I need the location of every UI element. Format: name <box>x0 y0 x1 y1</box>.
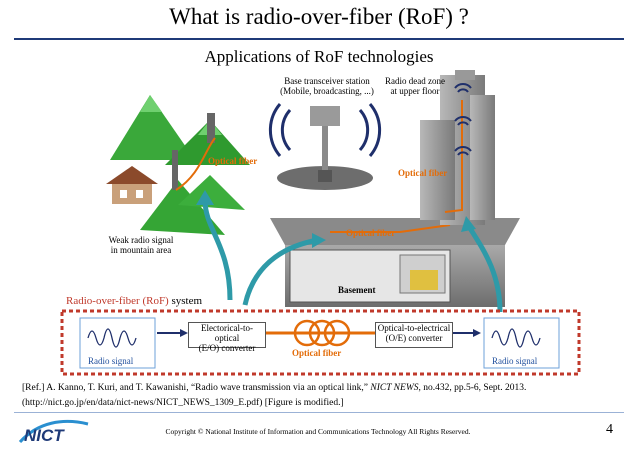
eo-converter-box: Electorical-to-optical (E/O) converter <box>188 322 266 353</box>
base-station-label: Base transceiver station (Mobile, broadc… <box>262 76 392 96</box>
slide-subtitle: Applications of RoF technologies <box>204 47 434 66</box>
optical-fiber-mountain-label: Optical fiber <box>208 156 258 166</box>
optical-fiber-system-label: Optical fiber <box>292 348 342 358</box>
slide-title: What is radio-over-fiber (RoF) ? <box>169 4 469 29</box>
reference-note: [Ref.] A. Kanno, T. Kuri, and T. Kawanis… <box>22 381 622 411</box>
mountain-area <box>106 95 250 235</box>
reference-line1: [Ref.] A. Kanno, T. Kuri, and T. Kawanis… <box>22 381 622 396</box>
weak-signal-line1: Weak radio signal <box>108 235 174 245</box>
house-icon <box>106 166 158 204</box>
reference-authors: [Ref.] A. Kanno, T. Kuri, and T. Kawanis… <box>22 383 371 393</box>
mountain-fiber <box>175 137 216 191</box>
rof-system-label: Radio-over-fiber (RoF) system <box>66 295 202 307</box>
oe-converter-box: Optical-to-electrical (O/E) converter <box>375 322 453 348</box>
base-station-icon <box>268 103 382 190</box>
dead-zone-line1: Radio dead zone <box>385 76 445 86</box>
fiber-coil-icon <box>266 319 375 347</box>
base-station-line1: Base transceiver station <box>284 76 370 86</box>
tower-fiber <box>444 100 463 213</box>
nict-logo: NICT <box>18 420 89 445</box>
radio-signal-left-icon <box>79 317 156 369</box>
base-station-line2: (Mobile, broadcasting, ...) <box>280 86 374 96</box>
nict-logo-text: NICT <box>24 426 65 445</box>
reference-issue: , no.432, pp.5-6, Sept. 2013. <box>418 383 527 393</box>
eo-converter-line2: (E/O) converter <box>198 343 256 353</box>
rof-system-label-colored: Radio-over-fiber (RoF) <box>66 295 169 307</box>
copyright-text: Copyright © National Institute of Inform… <box>165 427 471 436</box>
eo-converter-line1: Electorical-to-optical <box>201 323 253 343</box>
tower-antenna-waves <box>454 83 472 156</box>
dead-zone-line2: at upper floor <box>390 86 440 96</box>
title-divider <box>14 38 624 40</box>
weak-signal-line2: in mountain area <box>110 245 172 255</box>
dead-zone-label: Radio dead zone at upper floor <box>380 76 450 96</box>
rof-system-box <box>60 309 581 376</box>
weak-signal-label: Weak radio signal in mountain area <box>96 235 186 255</box>
optical-fiber-tower-label: Optical fiber <box>398 168 448 178</box>
basement-label: Basement <box>338 285 376 295</box>
basement-fiber <box>330 224 451 233</box>
footer-divider <box>14 412 624 413</box>
optical-fiber-basement-label: Optical fiber <box>346 228 396 238</box>
reference-line2: (http://nict.go.jp/en/data/nict-news/NIC… <box>22 398 344 408</box>
radio-signal-right-label: Radio signal <box>492 356 538 366</box>
oe-converter-line2: (O/E) converter <box>385 333 443 343</box>
radio-signal-left-label: Radio signal <box>88 356 134 366</box>
oe-converter-line1: Optical-to-electrical <box>377 323 451 333</box>
radio-signal-right-icon <box>483 317 560 369</box>
rof-system-label-plain: system <box>168 295 203 307</box>
reference-journal: NICT NEWS <box>370 383 419 393</box>
page-number: 4 <box>606 422 613 437</box>
link-arrows <box>196 190 503 313</box>
